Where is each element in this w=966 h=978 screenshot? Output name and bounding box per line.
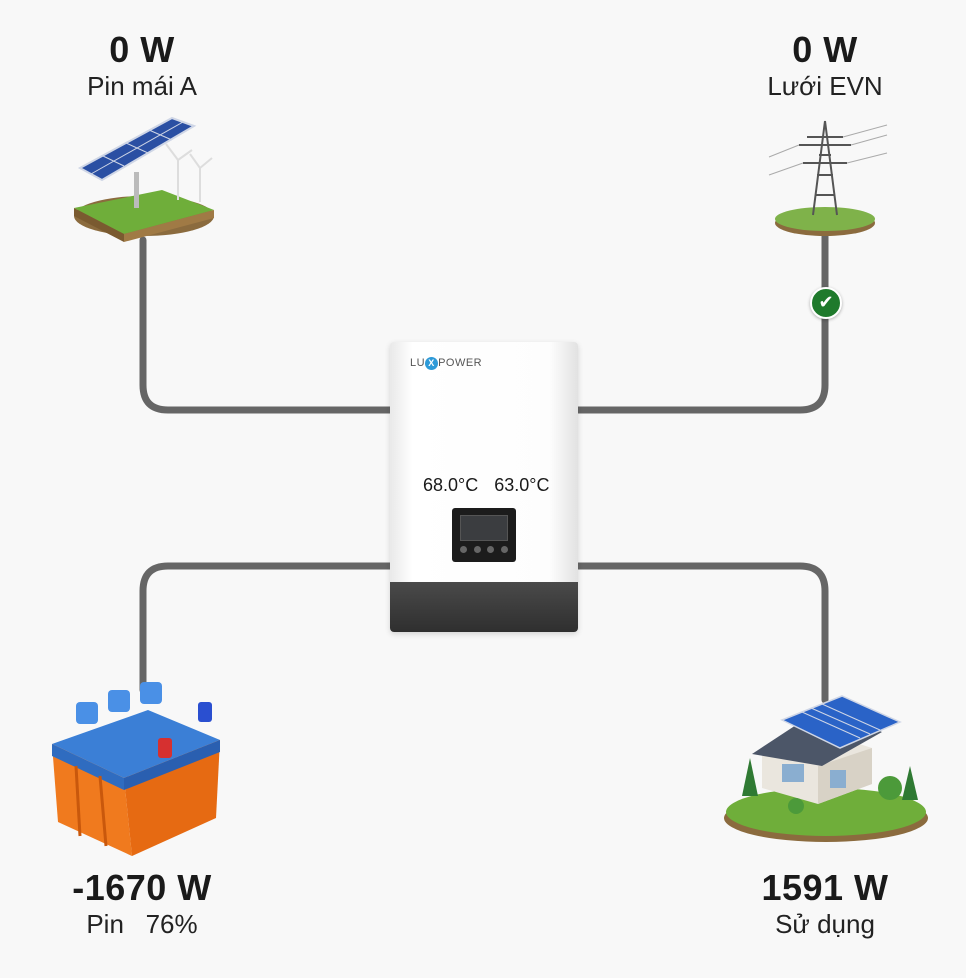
power-tower-icon[interactable] [765, 115, 890, 240]
grid-power-value: 0 W [792, 29, 858, 70]
solar-name: Pin mái A [87, 71, 197, 101]
battery-node-label: -1670 W Pin 76% [12, 868, 272, 940]
home-power-value: 1591 W [761, 867, 889, 908]
solar-power-value: 0 W [109, 29, 175, 70]
solar-node-label: 0 W Pin mái A [12, 30, 272, 102]
battery-line [139, 562, 396, 694]
battery-power-value: -1670 W [72, 867, 212, 908]
home-line [572, 562, 829, 704]
inverter-temp-1: 68.0°C [423, 475, 479, 495]
battery-name: Pin 76% [86, 909, 198, 939]
grid-name: Lưới EVN [767, 71, 883, 101]
inverter-buttons [460, 546, 508, 553]
inverter-display [452, 508, 516, 562]
solar-line [139, 236, 396, 414]
inverter-temperatures: 68.0°C 63.0°C [423, 475, 573, 496]
battery-icon[interactable] [48, 682, 223, 864]
grid-node-label: 0 W Lưới EVN [695, 30, 955, 102]
inverter-base [390, 582, 578, 632]
inverter-lcd [460, 515, 508, 541]
inverter-temp-2: 63.0°C [494, 475, 550, 495]
home-icon[interactable] [722, 688, 930, 848]
home-name: Sử dụng [775, 909, 875, 939]
home-node-label: 1591 W Sử dụng [695, 868, 955, 940]
grid-line [572, 231, 829, 414]
solar-panel-icon[interactable] [62, 108, 222, 250]
grid-status-check-icon: ✔ [810, 287, 842, 319]
